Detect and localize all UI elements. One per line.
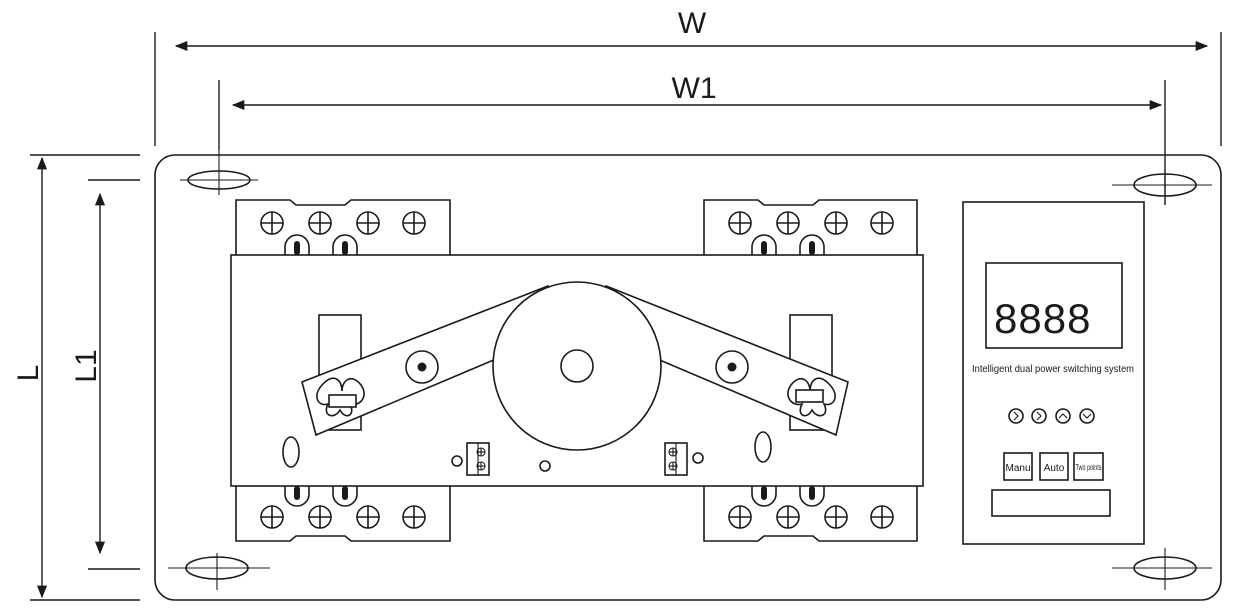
product-name: Intelligent dual power switching system bbox=[972, 363, 1134, 375]
manu-button[interactable]: Manu bbox=[1003, 452, 1033, 481]
left-connector-icon bbox=[451, 442, 490, 476]
left-oval-slot bbox=[282, 436, 300, 468]
chevron-right-icon[interactable] bbox=[1008, 408, 1024, 424]
display-value: 8888 bbox=[994, 295, 1091, 342]
dimension-w: W bbox=[154, 7, 1222, 146]
width-label: W bbox=[678, 7, 707, 40]
inner-length-label: L1 bbox=[70, 349, 103, 382]
chevron-up-icon[interactable] bbox=[1055, 408, 1071, 424]
lcd-display bbox=[985, 262, 1123, 349]
auto-button[interactable]: Auto bbox=[1039, 452, 1069, 481]
right-oval-slot bbox=[754, 431, 772, 463]
terminal-block-top-right bbox=[703, 199, 918, 255]
length-label: L bbox=[12, 365, 45, 382]
right-connector-icon bbox=[664, 442, 704, 476]
controller-panel: 8888 Intelligent dual power switching sy… bbox=[962, 201, 1145, 545]
mounting-hole-bottom-right bbox=[1112, 548, 1212, 590]
terminal-block-top-left bbox=[235, 199, 451, 255]
chevron-down-icon[interactable] bbox=[1079, 408, 1095, 424]
base-plate bbox=[154, 154, 1222, 601]
two-points-button[interactable]: Two points bbox=[1073, 452, 1104, 481]
mounting-hole-bottom-left bbox=[168, 553, 270, 590]
dimension-l1: L1 bbox=[70, 179, 140, 570]
center-small-hole bbox=[539, 460, 551, 472]
mounting-hole-top-left bbox=[180, 150, 258, 195]
chevron-right-icon[interactable] bbox=[1031, 408, 1047, 424]
manu-button-label: Manu bbox=[1005, 463, 1030, 474]
central-hub bbox=[492, 281, 662, 451]
two-points-button-label: Two points bbox=[1076, 463, 1102, 472]
inner-width-label: W1 bbox=[672, 72, 717, 105]
dimension-w1: W1 bbox=[218, 72, 1166, 205]
terminal-block-bottom-right bbox=[703, 486, 918, 542]
label-window bbox=[991, 489, 1111, 517]
auto-button-label: Auto bbox=[1044, 463, 1065, 474]
terminal-block-bottom-left bbox=[235, 486, 451, 542]
mounting-hole-top-right bbox=[1112, 170, 1212, 205]
dimension-l: L bbox=[12, 154, 140, 601]
